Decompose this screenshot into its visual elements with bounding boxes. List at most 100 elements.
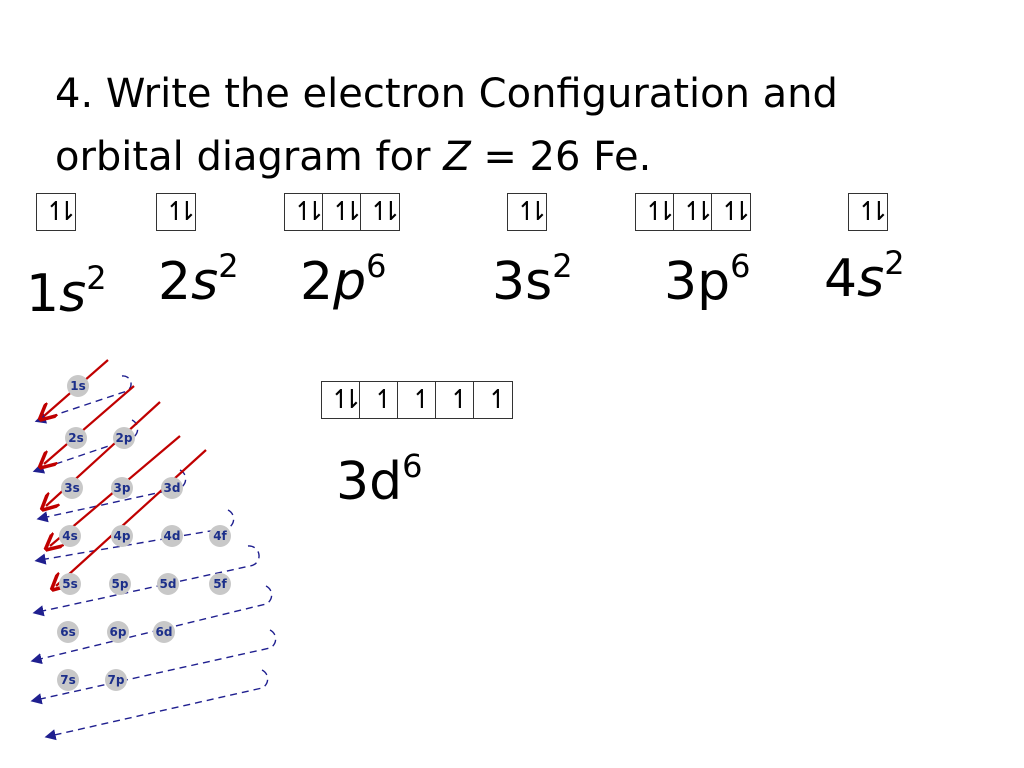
aufbau-diagram: 1s 2s 2p 3s 3p 3d 4s 4p 4d 4f 5s 5p 5d 5f 6s 6p 6d 7s 7p bbox=[30, 359, 277, 741]
subshell-circle-7p bbox=[105, 669, 127, 691]
subshell-circles: 1s 2s 2p 3s 3p 3d 4s 4p 4d 4f 5s 5p 5d 5f 6s 6p 6d 7s 7p bbox=[57, 375, 231, 691]
subshell-circle-2s bbox=[65, 427, 87, 449]
label-3s2: 3s2 bbox=[492, 247, 573, 312]
subshell-label-7s: 7s bbox=[60, 673, 76, 687]
title-prefix: orbital diagram for bbox=[55, 134, 444, 180]
spin-up-arrow: ↿ bbox=[45, 197, 67, 227]
spin-down-arrow: ⇂ bbox=[341, 385, 363, 415]
spin-down-arrow: ⇂ bbox=[304, 197, 326, 227]
subshell-label-6p: 6p bbox=[110, 625, 127, 639]
subshell-label-3s: 3s bbox=[64, 481, 80, 495]
orbital-box: ↿⇂ bbox=[323, 194, 364, 230]
subshell-label-5s: 5s bbox=[62, 577, 78, 591]
subshell-label-1s: 1s bbox=[70, 379, 86, 393]
orbital-box: ↿⇂ bbox=[508, 194, 549, 230]
orbital-2p: ↿⇂ ↿⇂ ↿⇂ bbox=[284, 193, 402, 231]
spin-up-arrow: ↿ bbox=[682, 197, 704, 227]
orbital-3s: ↿⇂ bbox=[507, 193, 549, 231]
title-suffix: = 26 Fe. bbox=[470, 134, 652, 180]
orbital-box: ↿⇂ bbox=[37, 194, 78, 230]
subshell-label-2s: 2s bbox=[68, 431, 84, 445]
label-2p6: 2p6 bbox=[300, 247, 387, 312]
subshell-label-4d: 4d bbox=[164, 529, 181, 543]
subshell-label-5f: 5f bbox=[213, 577, 227, 591]
spin-up-arrow: ↿ bbox=[369, 197, 391, 227]
orbital-3p: ↿⇂ ↿⇂ ↿⇂ bbox=[635, 193, 753, 231]
subshell-circle-2p bbox=[113, 427, 135, 449]
subshell-label-4p: 4p bbox=[114, 529, 131, 543]
spin-up-arrow: ↿ bbox=[373, 385, 395, 415]
title-line-1: 4. Write the electron Configuration and bbox=[55, 71, 838, 117]
subshell-circle-6d bbox=[153, 621, 175, 643]
subshell-label-3p: 3p bbox=[114, 481, 131, 495]
spin-up-arrow: ↿ bbox=[516, 197, 538, 227]
subshell-label-6s: 6s bbox=[60, 625, 76, 639]
spin-up-arrow: ↿ bbox=[644, 197, 666, 227]
subshell-label-5d: 5d bbox=[160, 577, 177, 591]
spin-down-arrow: ⇂ bbox=[56, 197, 78, 227]
orbital-box: ↿⇂ bbox=[157, 194, 198, 230]
spin-up-arrow: ↿ bbox=[331, 197, 353, 227]
subshell-circle-3d bbox=[161, 477, 183, 499]
label-3d6: 3d6 bbox=[336, 447, 423, 512]
subshell-circle-4s bbox=[59, 525, 81, 547]
spin-down-arrow: ⇂ bbox=[693, 197, 715, 227]
subshell-label-6d: 6d bbox=[156, 625, 173, 639]
subshell-label-2p: 2p bbox=[116, 431, 133, 445]
subshell-circle-5d bbox=[157, 573, 179, 595]
title-line-2: orbital diagram for Z = 26 Fe. bbox=[55, 137, 651, 177]
atomic-number-symbol: Z bbox=[443, 134, 471, 180]
orbital-2s: ↿⇂ bbox=[156, 193, 198, 231]
orbital-box: ↿⇂ bbox=[636, 194, 677, 230]
spin-down-arrow: ⇂ bbox=[342, 197, 364, 227]
subshell-circle-6p bbox=[107, 621, 129, 643]
subshell-circle-5f bbox=[209, 573, 231, 595]
orbital-3d: ↿⇂ ↿ ↿ ↿ ↿ bbox=[321, 381, 513, 419]
spin-down-arrow: ⇂ bbox=[527, 197, 549, 227]
orbital-box: ↿⇂ bbox=[674, 194, 715, 230]
orbital-1s: ↿⇂ bbox=[36, 193, 78, 231]
spin-up-arrow: ↿ bbox=[720, 197, 742, 227]
spin-down-arrow: ⇂ bbox=[380, 197, 402, 227]
subshell-circle-1s bbox=[67, 375, 89, 397]
spin-down-arrow: ⇂ bbox=[655, 197, 677, 227]
subshell-label-3d: 3d bbox=[164, 481, 181, 495]
spin-up-arrow: ↿ bbox=[330, 385, 352, 415]
spin-down-arrow: ⇂ bbox=[731, 197, 753, 227]
subshell-circle-7s bbox=[57, 669, 79, 691]
orbital-box: ↿⇂ bbox=[285, 194, 326, 230]
subshell-label-4f: 4f bbox=[213, 529, 227, 543]
spin-up-arrow: ↿ bbox=[857, 197, 879, 227]
orbital-box: ↿⇂ bbox=[361, 194, 402, 230]
orbital-box: ↿⇂ bbox=[849, 194, 890, 230]
orbital-4s: ↿⇂ bbox=[848, 193, 890, 231]
spin-down-arrow: ⇂ bbox=[176, 197, 198, 227]
subshell-circle-4d bbox=[161, 525, 183, 547]
spin-up-arrow: ↿ bbox=[411, 385, 433, 415]
spin-up-arrow: ↿ bbox=[487, 385, 509, 415]
spin-down-arrow: ⇂ bbox=[868, 197, 890, 227]
subshell-label-4s: 4s bbox=[62, 529, 78, 543]
subshell-circle-3s bbox=[61, 477, 83, 499]
subshell-circle-6s bbox=[57, 621, 79, 643]
orbital-box: ↿ bbox=[398, 382, 436, 418]
subshell-circle-5s bbox=[59, 573, 81, 595]
subshell-circle-4f bbox=[209, 525, 231, 547]
orbital-box: ↿⇂ bbox=[322, 382, 363, 418]
orbital-box: ↿⇂ bbox=[712, 194, 753, 230]
red-order-arrows bbox=[44, 359, 207, 586]
label-1s2: 1s2 bbox=[26, 259, 107, 324]
orbital-box: ↿ bbox=[474, 382, 512, 418]
label-4s2: 4s2 bbox=[824, 244, 905, 309]
subshell-label-5p: 5p bbox=[112, 577, 129, 591]
orbital-box: ↿ bbox=[360, 382, 398, 418]
subshell-label-7p: 7p bbox=[108, 673, 125, 687]
spin-up-arrow: ↿ bbox=[293, 197, 315, 227]
subshell-circle-3p bbox=[111, 477, 133, 499]
subshell-circle-4p bbox=[111, 525, 133, 547]
orbital-box: ↿ bbox=[436, 382, 474, 418]
spin-up-arrow: ↿ bbox=[165, 197, 187, 227]
subshell-circle-5p bbox=[109, 573, 131, 595]
label-2s2: 2s2 bbox=[158, 247, 239, 312]
